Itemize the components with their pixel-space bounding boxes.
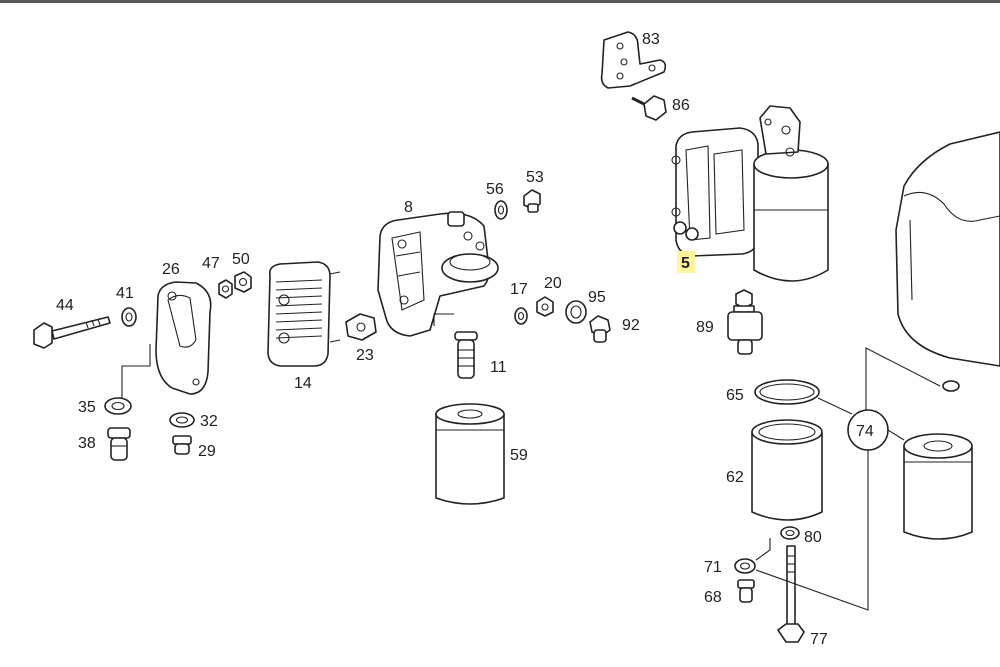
part-47-nut — [218, 279, 233, 299]
callout-11: 11 — [490, 359, 507, 376]
part-92-plug — [589, 315, 611, 343]
callout-86: 86 — [672, 97, 690, 114]
callout-59: 59 — [510, 447, 528, 464]
part-95-seal-ring — [565, 300, 587, 324]
top-border — [0, 0, 1000, 3]
callout-41: 41 — [116, 285, 134, 302]
part-62-filter-bowl — [751, 419, 823, 521]
highlight-box-part-5 — [677, 251, 695, 273]
callout-53: 53 — [526, 169, 544, 186]
callout-38: 38 — [78, 435, 96, 452]
part-53-plug — [523, 189, 541, 213]
part-50-nut — [234, 271, 252, 293]
callout-56: 56 — [486, 181, 504, 198]
part-11-nipple — [454, 331, 478, 379]
callout-26: 26 — [162, 261, 180, 278]
part-71-washer — [734, 558, 756, 574]
part-86-bolt — [631, 95, 667, 121]
callout-29: 29 — [198, 443, 216, 460]
part-17-washer — [514, 307, 528, 325]
leader-lines — [121, 313, 941, 611]
callout-74: 74 — [856, 423, 874, 440]
part-80-seal — [780, 526, 800, 540]
part-68-plug — [737, 579, 755, 603]
callout-77: 77 — [810, 631, 828, 648]
part-8-filter-housing — [377, 211, 499, 337]
part-74-filter-cartridge — [903, 433, 973, 540]
callout-68: 68 — [704, 589, 722, 606]
callout-20: 20 — [544, 275, 562, 292]
callout-95: 95 — [588, 289, 606, 306]
part-44-bolt — [33, 316, 111, 349]
part-41-washer — [121, 307, 137, 327]
callout-89: 89 — [696, 319, 714, 336]
part-35-washer — [104, 397, 132, 415]
callout-74-circle — [847, 409, 889, 451]
part-38-plug — [107, 427, 131, 461]
part-59-filter-element — [435, 403, 505, 505]
callout-44: 44 — [56, 297, 74, 314]
callout-23: 23 — [356, 347, 374, 364]
callout-8: 8 — [404, 199, 413, 216]
part-26-cover-plate — [155, 281, 212, 395]
callout-83: 83 — [642, 31, 660, 48]
part-56-washer — [494, 200, 508, 220]
callout-92: 92 — [622, 317, 640, 334]
part-89-sensor — [727, 289, 763, 355]
callout-47: 47 — [202, 255, 220, 272]
callout-35: 35 — [78, 399, 96, 416]
callout-50: 50 — [232, 251, 250, 268]
part-20-nut — [536, 296, 554, 317]
part-83-bracket — [600, 31, 667, 89]
part-5-filter-assembly — [671, 105, 829, 282]
callout-71: 71 — [704, 559, 722, 576]
callout-80: 80 — [804, 529, 822, 546]
part-14-oil-cooler — [267, 261, 341, 367]
part-77-center-bolt — [777, 545, 805, 643]
callout-62: 62 — [726, 469, 744, 486]
part-32-washer — [169, 412, 195, 428]
callout-65: 65 — [726, 387, 744, 404]
callout-14: 14 — [294, 375, 312, 392]
callout-5: 5 — [681, 255, 690, 272]
part-29-plug — [172, 435, 192, 455]
callout-32: 32 — [200, 413, 218, 430]
callout-17: 17 — [510, 281, 528, 298]
part-23-gasket — [345, 313, 377, 341]
engine-housing-partial — [895, 131, 1000, 392]
